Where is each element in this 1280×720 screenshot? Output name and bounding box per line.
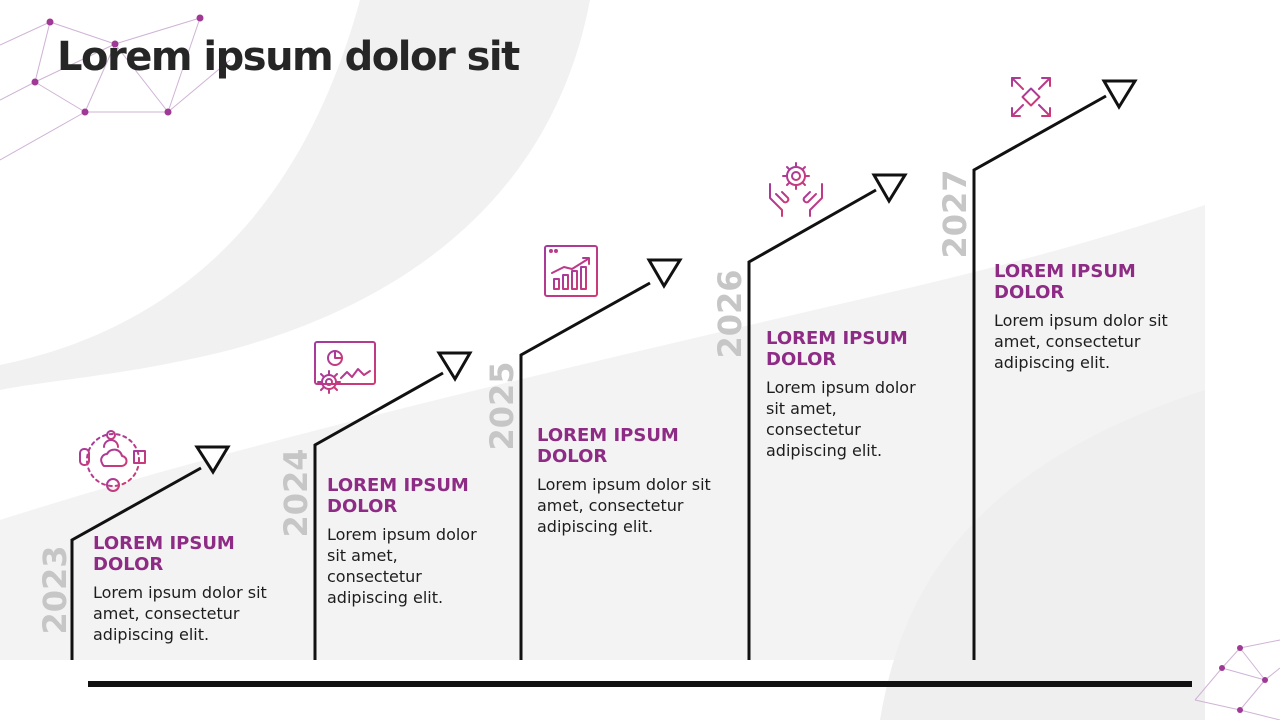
desc-line: adipiscing elit. bbox=[994, 353, 1111, 372]
year-label-2024: 2024 bbox=[277, 448, 315, 538]
desc-line: Lorem ipsum dolor bbox=[766, 378, 916, 397]
step-block-2027: LOREM IPSUM DOLOR Lorem ipsum dolor sit … bbox=[994, 261, 1199, 373]
step-heading-line1: LOREM IPSUM bbox=[994, 261, 1136, 282]
step-heading-line2: DOLOR bbox=[93, 554, 164, 575]
network-nodes-bottom-right bbox=[1219, 645, 1268, 713]
desc-line: adipiscing elit. bbox=[93, 625, 210, 644]
expand-arrows-icon bbox=[1011, 77, 1051, 117]
network-decoration-top-left bbox=[0, 17, 231, 161]
step-heading: LOREM IPSUM DOLOR bbox=[537, 425, 742, 467]
step-heading: LOREM IPSUM DOLOR bbox=[93, 533, 298, 575]
arrowhead-2026 bbox=[871, 173, 908, 204]
step-heading-line2: DOLOR bbox=[327, 496, 398, 517]
step-description: Lorem ipsum dolor sit amet, consectetur … bbox=[994, 310, 1199, 373]
desc-line: amet, consectetur bbox=[994, 332, 1141, 351]
step-heading-line1: LOREM IPSUM bbox=[766, 328, 908, 349]
desc-line: sit amet, bbox=[327, 546, 398, 565]
step-line-2023 bbox=[70, 466, 202, 660]
desc-line: consectetur bbox=[327, 567, 422, 586]
year-label-2026: 2026 bbox=[711, 269, 749, 359]
step-heading-line2: DOLOR bbox=[994, 282, 1065, 303]
step-heading-line1: LOREM IPSUM bbox=[537, 425, 679, 446]
background-shapes bbox=[0, 0, 1205, 720]
desc-line: adipiscing elit. bbox=[537, 517, 654, 536]
step-heading: LOREM IPSUM DOLOR bbox=[994, 261, 1199, 303]
step-heading: LOREM IPSUM DOLOR bbox=[327, 475, 532, 517]
year-label-2027: 2027 bbox=[936, 169, 974, 259]
network-nodes-top-left bbox=[31, 14, 204, 116]
devices-cloud-network-icon bbox=[79, 430, 146, 492]
desc-line: Lorem ipsum dolor sit bbox=[93, 583, 267, 602]
step-heading-line1: LOREM IPSUM bbox=[93, 533, 235, 554]
step-block-2024: LOREM IPSUM DOLOR Lorem ipsum dolor sit … bbox=[327, 475, 532, 608]
step-description: Lorem ipsum dolor sit amet, consectetur … bbox=[327, 524, 532, 608]
year-label-2023: 2023 bbox=[36, 545, 74, 635]
desc-line: Lorem ipsum dolor sit bbox=[537, 475, 711, 494]
hands-gear-icon bbox=[769, 162, 823, 217]
step-arrowheads bbox=[194, 79, 1138, 475]
page-title: Lorem ipsum dolor sit bbox=[57, 34, 520, 80]
desc-line: Lorem ipsum dolor bbox=[327, 525, 477, 544]
growth-chart-window-icon bbox=[544, 245, 598, 297]
step-line-2027 bbox=[972, 94, 1107, 660]
step-heading: LOREM IPSUM DOLOR bbox=[766, 328, 971, 370]
step-line-2024 bbox=[313, 371, 444, 660]
step-line-2025 bbox=[519, 281, 651, 660]
step-block-2023: LOREM IPSUM DOLOR Lorem ipsum dolor sit … bbox=[93, 533, 298, 645]
desc-line: amet, consectetur bbox=[93, 604, 240, 623]
year-label-2025: 2025 bbox=[483, 361, 521, 451]
step-heading-line1: LOREM IPSUM bbox=[327, 475, 469, 496]
step-description: Lorem ipsum dolor sit amet, consectetur … bbox=[766, 377, 971, 461]
dashboard-settings-icon bbox=[314, 341, 376, 394]
step-block-2025: LOREM IPSUM DOLOR Lorem ipsum dolor sit … bbox=[537, 425, 742, 537]
desc-line: sit amet, bbox=[766, 399, 837, 418]
network-decoration-bottom-right bbox=[1194, 639, 1280, 720]
desc-line: consectetur bbox=[766, 420, 861, 439]
desc-line: adipiscing elit. bbox=[327, 588, 444, 607]
step-block-2026: LOREM IPSUM DOLOR Lorem ipsum dolor sit … bbox=[766, 328, 971, 461]
desc-line: Lorem ipsum dolor sit bbox=[994, 311, 1168, 330]
step-description: Lorem ipsum dolor sit amet, consectetur … bbox=[93, 582, 298, 645]
arrowhead-2024 bbox=[436, 351, 473, 382]
arrowhead-2023 bbox=[194, 445, 231, 475]
arrowhead-2027 bbox=[1101, 79, 1138, 110]
desc-line: adipiscing elit. bbox=[766, 441, 883, 460]
step-heading-line2: DOLOR bbox=[537, 446, 608, 467]
arrowhead-2025 bbox=[646, 258, 683, 289]
step-line-2026 bbox=[747, 188, 877, 660]
timeline-baseline bbox=[88, 681, 1192, 687]
step-heading-line2: DOLOR bbox=[766, 349, 837, 370]
desc-line: amet, consectetur bbox=[537, 496, 684, 515]
step-description: Lorem ipsum dolor sit amet, consectetur … bbox=[537, 474, 742, 537]
step-lines bbox=[70, 94, 1107, 660]
